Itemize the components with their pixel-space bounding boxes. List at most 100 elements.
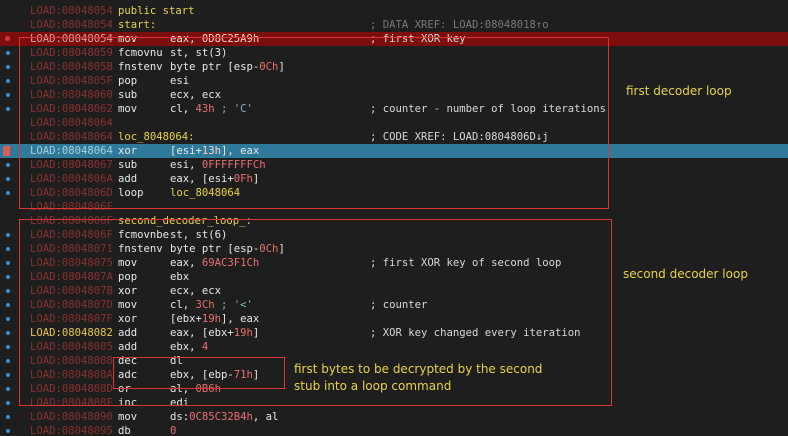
- line-address[interactable]: LOAD:08048054: [30, 19, 113, 31]
- instruction-operands[interactable]: ebx, 4: [170, 340, 208, 354]
- code-line[interactable]: LOAD:0804806D loop loc_8048064: [0, 186, 788, 200]
- gutter-marker[interactable]: [0, 186, 16, 200]
- instruction-operands[interactable]: eax, [ebx+19h]: [170, 326, 259, 340]
- code-label[interactable]: start:: [118, 19, 157, 31]
- gutter-marker[interactable]: [0, 60, 16, 74]
- instruction-operands[interactable]: esi, 0FFFFFFFCh: [170, 158, 266, 172]
- gutter-marker[interactable]: [0, 354, 16, 368]
- gutter-marker[interactable]: [0, 284, 16, 298]
- gutter-marker[interactable]: [0, 368, 16, 382]
- instruction-mnemonic[interactable]: xor: [118, 145, 138, 157]
- line-address[interactable]: LOAD:08048054: [30, 33, 113, 45]
- gutter-marker[interactable]: [0, 312, 16, 326]
- instruction-operands[interactable]: st, st(6): [170, 228, 227, 242]
- gutter-marker[interactable]: [0, 326, 16, 340]
- instruction-operands[interactable]: 0: [170, 424, 176, 436]
- gutter-marker[interactable]: [0, 144, 16, 158]
- instruction-mnemonic[interactable]: mov: [118, 299, 138, 311]
- instruction-mnemonic[interactable]: db: [118, 425, 131, 436]
- instruction-mnemonic[interactable]: mov: [118, 411, 138, 423]
- line-address[interactable]: LOAD:08048082: [30, 327, 113, 339]
- gutter-marker[interactable]: [0, 382, 16, 396]
- line-address[interactable]: LOAD:08048075: [30, 257, 113, 269]
- line-address[interactable]: LOAD:0804806D: [30, 187, 113, 199]
- gutter-marker[interactable]: [0, 116, 16, 130]
- gutter-marker[interactable]: [0, 74, 16, 88]
- instruction-operands[interactable]: esi: [170, 74, 189, 88]
- instruction-mnemonic[interactable]: mov: [118, 103, 138, 115]
- instruction-operands[interactable]: ecx, ecx: [170, 88, 221, 102]
- line-address[interactable]: LOAD:0804808F: [30, 397, 113, 409]
- line-address[interactable]: LOAD:08048064: [30, 117, 113, 129]
- line-address[interactable]: LOAD:08048062: [30, 103, 113, 115]
- instruction-operands[interactable]: [ebx+19h], eax: [170, 312, 259, 326]
- line-address[interactable]: LOAD:08048060: [30, 89, 113, 101]
- gutter-marker[interactable]: [0, 242, 16, 256]
- code-label[interactable]: public start: [118, 5, 195, 17]
- instruction-operands[interactable]: al, 0B6h: [170, 382, 221, 396]
- gutter-marker[interactable]: [0, 18, 16, 32]
- line-address[interactable]: LOAD:08048088: [30, 355, 113, 367]
- gutter-marker[interactable]: [0, 158, 16, 172]
- line-address[interactable]: LOAD:08048090: [30, 411, 113, 423]
- code-line[interactable]: LOAD:08048064: [0, 116, 788, 130]
- gutter-marker[interactable]: [0, 228, 16, 242]
- gutter-marker[interactable]: [0, 102, 16, 116]
- gutter-marker[interactable]: [0, 46, 16, 60]
- line-address[interactable]: LOAD:08048067: [30, 159, 113, 171]
- line-address[interactable]: LOAD:08048085: [30, 341, 113, 353]
- gutter-marker[interactable]: [0, 298, 16, 312]
- gutter-marker[interactable]: [0, 396, 16, 410]
- instruction-operands[interactable]: loc_8048064: [170, 186, 240, 200]
- instruction-mnemonic[interactable]: mov: [118, 257, 138, 269]
- instruction-operands[interactable]: ebx: [170, 270, 189, 284]
- gutter-marker[interactable]: [0, 4, 16, 18]
- instruction-operands[interactable]: edi: [170, 396, 189, 410]
- line-address[interactable]: LOAD:0804806F: [30, 201, 113, 213]
- instruction-operands[interactable]: ecx, ecx: [170, 284, 221, 298]
- instruction-mnemonic[interactable]: sub: [118, 89, 138, 101]
- code-line[interactable]: LOAD:0804806F second_decoder_loop_:: [0, 214, 788, 228]
- line-address[interactable]: LOAD:0804807D: [30, 299, 113, 311]
- instruction-mnemonic[interactable]: sub: [118, 159, 138, 171]
- line-address[interactable]: LOAD:0804807F: [30, 313, 113, 325]
- instruction-mnemonic[interactable]: xor: [118, 285, 138, 297]
- instruction-mnemonic[interactable]: loop: [118, 187, 144, 199]
- instruction-mnemonic[interactable]: fnstenv: [118, 243, 163, 255]
- line-address[interactable]: LOAD:0804806A: [30, 173, 113, 185]
- instruction-operands[interactable]: st, st(3): [170, 46, 227, 60]
- gutter-marker[interactable]: [0, 340, 16, 354]
- code-label[interactable]: second_decoder_loop_:: [118, 215, 252, 227]
- code-line[interactable]: LOAD:08048060 sub ecx, ecx: [0, 88, 788, 102]
- line-address[interactable]: LOAD:0804806F: [30, 215, 113, 227]
- gutter-marker[interactable]: [0, 270, 16, 284]
- gutter-marker[interactable]: [0, 32, 16, 46]
- line-address[interactable]: LOAD:0804805B: [30, 61, 113, 73]
- instruction-operands[interactable]: byte ptr [esp-0Ch]: [170, 242, 285, 256]
- gutter-marker[interactable]: [0, 424, 16, 436]
- line-address[interactable]: LOAD:0804805F: [30, 75, 113, 87]
- gutter-marker[interactable]: [0, 410, 16, 424]
- gutter-marker[interactable]: [0, 88, 16, 102]
- code-line[interactable]: LOAD:0804806F: [0, 200, 788, 214]
- instruction-operands[interactable]: ebx, [ebp-71h]: [170, 368, 259, 382]
- instruction-operands[interactable]: byte ptr [esp-0Ch]: [170, 60, 285, 74]
